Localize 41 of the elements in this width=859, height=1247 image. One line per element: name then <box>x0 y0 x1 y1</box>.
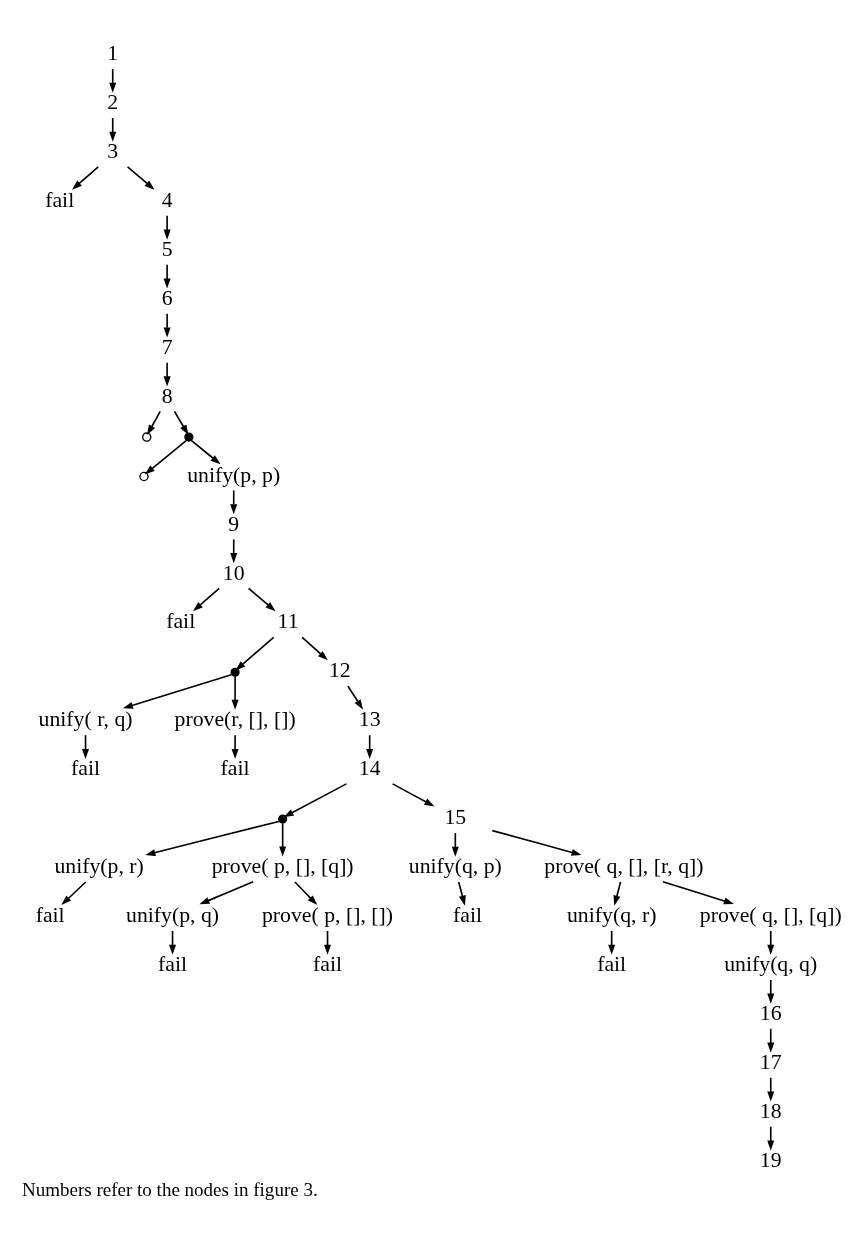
node-text: unify(p, q) <box>126 902 220 927</box>
node-text: prove( q, [], [q]) <box>699 902 842 927</box>
node-text: prove( p, [], [q]) <box>211 853 354 878</box>
node-text: fail <box>453 902 483 927</box>
node-text: unify(q, q) <box>724 951 818 976</box>
node-text: unify(p, p) <box>187 462 281 487</box>
node-text: 1 <box>107 40 119 65</box>
node-text: 15 <box>444 804 467 829</box>
node-text: 16 <box>759 1000 782 1025</box>
node-text: 2 <box>107 89 119 114</box>
node-text: 9 <box>228 511 240 536</box>
node-text: prove( q, [], [r, q]) <box>544 853 704 878</box>
node-text: 13 <box>358 706 381 731</box>
node-text: fail <box>35 902 65 927</box>
node-text: unify(p, r) <box>54 853 144 878</box>
node-text: 17 <box>759 1049 782 1074</box>
node-text: fail <box>220 755 250 780</box>
node-text: prove(r, [], []) <box>174 706 296 731</box>
caption: Numbers refer to the nodes in figure 3. <box>21 1178 318 1200</box>
node-text: 11 <box>277 608 299 633</box>
node-text: 5 <box>161 236 173 261</box>
node-text: 19 <box>759 1147 782 1172</box>
node-text: 14 <box>358 755 381 780</box>
node-text: fail <box>158 951 188 976</box>
node-text: unify( r, q) <box>38 706 133 731</box>
node-text: fail <box>597 951 627 976</box>
node-text: 18 <box>759 1098 782 1123</box>
node-text: 12 <box>328 657 351 682</box>
node-text: unify(q, p) <box>408 853 502 878</box>
node-text: fail <box>45 187 75 212</box>
node-text: fail <box>313 951 343 976</box>
node-text: 8 <box>161 383 173 408</box>
node-text: prove( p, [], []) <box>262 902 394 927</box>
node-text: 10 <box>222 560 245 585</box>
node-text: unify(q, r) <box>566 902 657 927</box>
node-text: fail <box>71 755 101 780</box>
node-text: 6 <box>161 285 173 310</box>
node-text: 4 <box>161 187 173 212</box>
node-text: 7 <box>161 334 173 359</box>
node-text: fail <box>166 608 196 633</box>
node-text: 3 <box>107 138 119 163</box>
